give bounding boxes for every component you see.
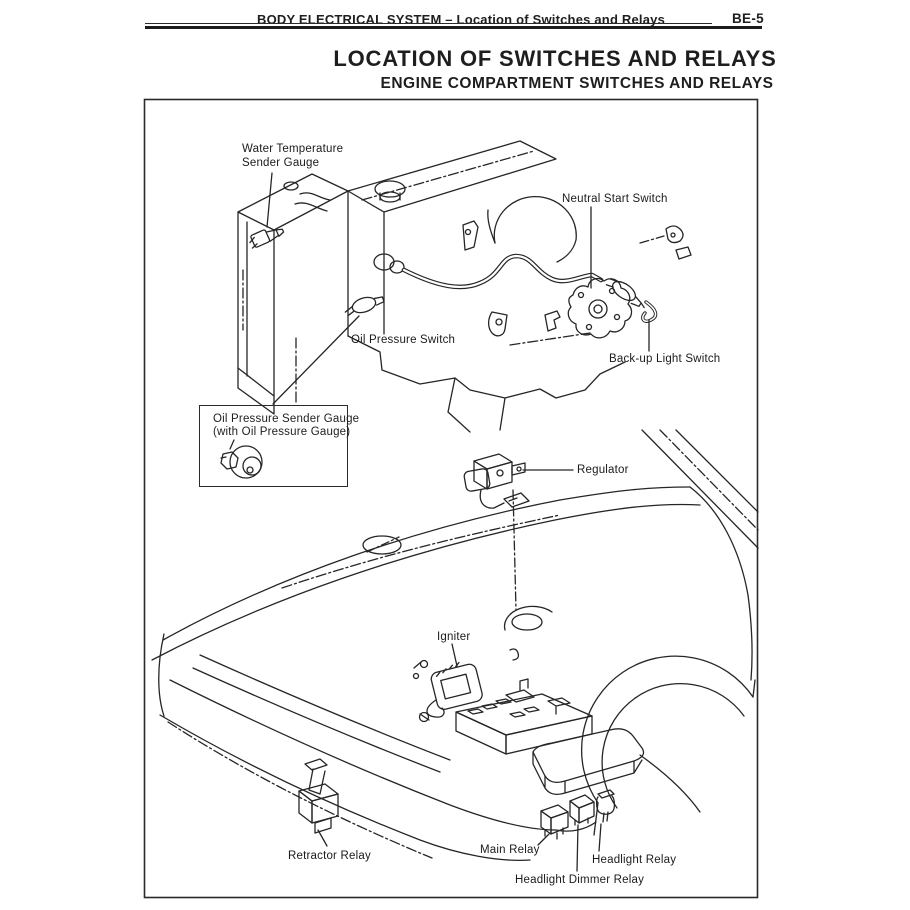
label-oil-pressure-switch: Oil Pressure Switch: [351, 334, 456, 346]
label-retractor-relay: Retractor Relay: [288, 850, 371, 862]
page-title: LOCATION OF SWITCHES AND RELAYS: [333, 46, 777, 71]
regulator-art: [463, 453, 530, 611]
neutral-start-switch-art: [567, 277, 633, 339]
label-igniter: Igniter: [437, 631, 471, 643]
oil-pressure-switch-art: [344, 296, 385, 316]
igniter-leader: [451, 643, 458, 667]
label-backup-light-switch: Back-up Light Switch: [609, 353, 721, 365]
callout-oil-pressure-sender-gauge: Oil Pressure Sender Gauge (with Oil Pres…: [199, 405, 360, 487]
headlight-dimmer-relay-leader: [576, 824, 579, 872]
car-body-art: [151, 429, 759, 861]
water-temp-leader: [266, 172, 273, 228]
water-temp-sender-art: [249, 228, 285, 249]
fuse-box-art: [455, 678, 593, 755]
wire-harness-art: [373, 253, 604, 290]
label-line: Sender Gauge: [242, 157, 320, 169]
igniter-art: [412, 659, 483, 723]
label-water-temperature-sender-gauge: Water Temperature Sender Gauge: [242, 142, 343, 170]
headlight-relay-art: [595, 789, 616, 823]
page-number: BE-5: [732, 11, 764, 26]
oil-pressure-sender-leader: [272, 315, 360, 405]
engine-block-art: [237, 140, 626, 433]
label-line: Water Temperature: [242, 143, 344, 155]
oil-pressure-sender-gauge-art: [220, 439, 263, 479]
label-regulator: Regulator: [577, 464, 629, 476]
headlight-dimmer-relay-art: [569, 794, 595, 826]
header-rule-thick: [145, 26, 762, 29]
label-headlight-dimmer-relay: Headlight Dimmer Relay: [515, 874, 645, 886]
label-main-relay: Main Relay: [480, 844, 540, 856]
main-relay-art: [540, 804, 569, 840]
label-line: (with Oil Pressure Gauge): [213, 426, 351, 438]
main-relay-leader: [537, 833, 550, 846]
label-line: Oil Pressure Sender Gauge: [213, 413, 360, 425]
headlight-relay-leader: [598, 823, 602, 852]
page-subtitle: ENGINE COMPARTMENT SWITCHES AND RELAYS: [380, 75, 774, 92]
relay-cover-box-art: [532, 728, 645, 795]
backup-light-switch-art: [605, 278, 658, 323]
header-rule-thin: [145, 23, 712, 24]
retractor-relay-leader: [317, 829, 328, 847]
figure-border: [143, 98, 759, 899]
label-headlight-relay: Headlight Relay: [592, 854, 677, 866]
retractor-relay-art: [298, 758, 339, 834]
label-neutral-start-switch: Neutral Start Switch: [562, 193, 668, 205]
loose-parts-art: [639, 225, 692, 260]
